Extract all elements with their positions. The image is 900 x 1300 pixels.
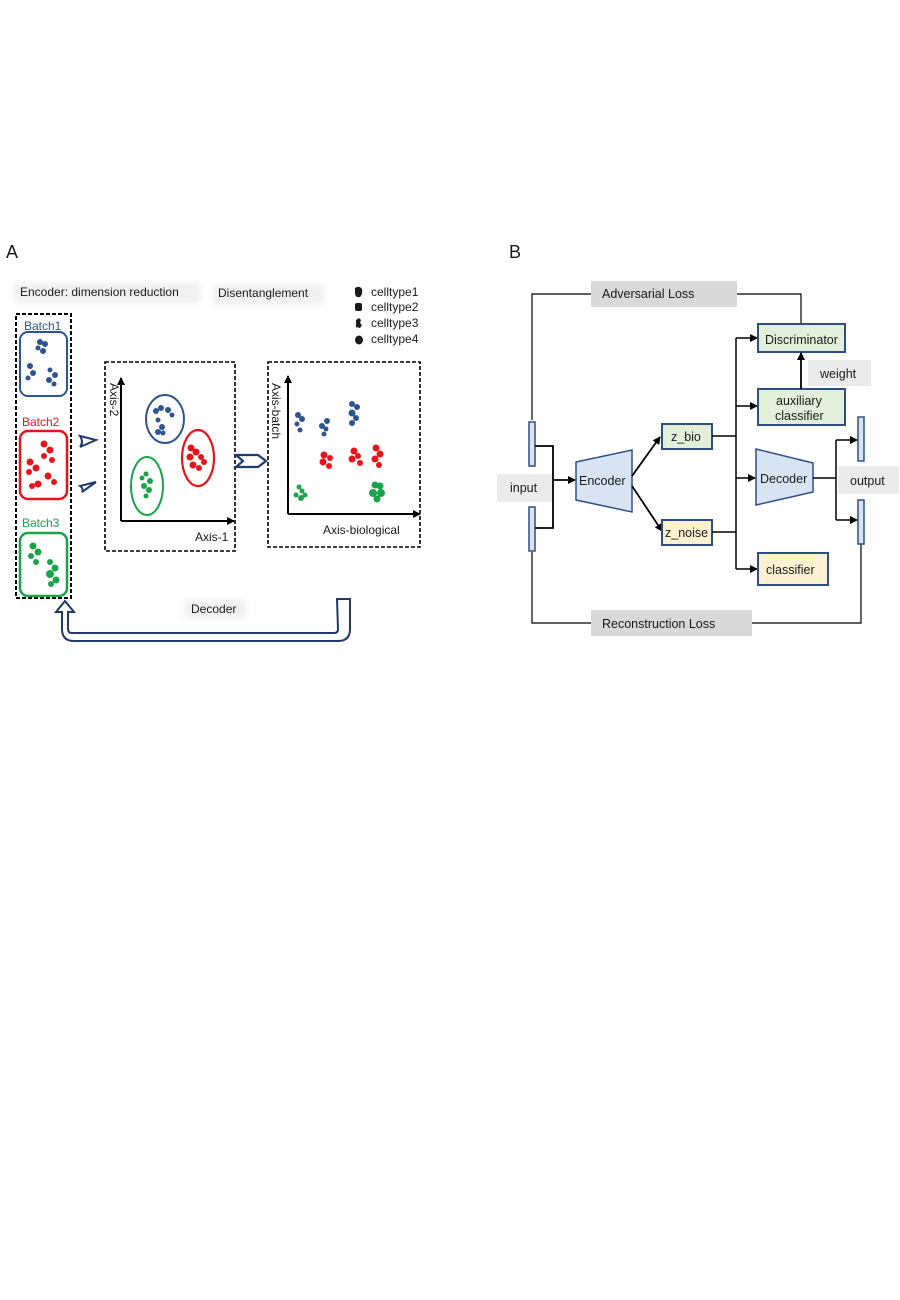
batch1-cells <box>25 339 58 387</box>
disentangle-arrow <box>233 453 268 469</box>
input-label: input <box>510 481 538 495</box>
encoder-caption-bg <box>14 283 200 303</box>
z-noise-box <box>661 519 713 546</box>
classifier-box <box>757 552 829 586</box>
weight-label: weight <box>819 367 857 381</box>
decoder-caption: Decoder <box>191 602 236 616</box>
cluster-blue-cells <box>153 405 175 436</box>
aux-classifier-box <box>757 388 846 426</box>
output-bar-bottom <box>857 499 865 545</box>
decoder-return-arrow <box>53 598 351 642</box>
output-bar-top <box>857 416 865 462</box>
output-label-bg <box>838 466 899 494</box>
batch2-label: Batch2 <box>22 415 60 429</box>
input-label-bg <box>497 474 552 502</box>
panel-a-letter: A <box>6 242 18 262</box>
latent-plot-xlabel: Axis-1 <box>195 530 229 544</box>
aux-classifier-line2: classifier <box>775 409 824 423</box>
disentangled-green-cells <box>293 481 385 503</box>
latent-plot-frame <box>104 361 236 552</box>
cluster-green <box>130 456 164 516</box>
input-connector-bottom <box>535 480 554 529</box>
celltype-legend: celltype1 celltype2 celltype3 celltype4 <box>355 285 419 346</box>
batch3-cells <box>28 542 60 587</box>
legend-celltype3: celltype3 <box>371 316 419 330</box>
batch3-box <box>18 531 69 598</box>
adversarial-loss-label: Adversarial Loss <box>602 287 694 301</box>
batch1-box <box>19 331 68 397</box>
celltype1-marker <box>355 286 363 298</box>
disentangled-plot-ylabel: Axis-batch <box>269 383 283 439</box>
legend-celltype2: celltype2 <box>371 300 419 314</box>
disentangled-red-cells <box>319 444 384 469</box>
celltype4-marker <box>355 335 363 345</box>
cluster-red <box>180 428 216 488</box>
panel-b-letter: B <box>509 242 521 262</box>
input-bar-top <box>528 421 536 467</box>
batch3-label: Batch3 <box>22 516 60 530</box>
z-bio-box <box>661 423 713 450</box>
decoder-caption-bg <box>184 600 246 618</box>
decoder-block <box>755 448 814 506</box>
latent-plot-ylabel: Axis-2 <box>107 383 121 417</box>
discriminator-label: Discriminator <box>765 333 838 347</box>
legend-celltype1: celltype1 <box>371 285 419 299</box>
input-bar-bottom <box>528 506 536 552</box>
encoder-caption: Encoder: dimension reduction <box>20 285 179 299</box>
encoder-label: Encoder <box>579 474 626 488</box>
encoder-to-znoise-arrow <box>631 485 663 532</box>
encoder-to-zbio-arrow <box>631 436 661 477</box>
reconstruction-loss-label-bg <box>591 610 752 636</box>
celltype2-marker <box>355 303 362 311</box>
encoder-block <box>575 449 633 513</box>
batch1-label: Batch1 <box>24 319 62 333</box>
cluster-green-cells <box>139 471 153 499</box>
cluster-blue <box>145 394 185 444</box>
disentangle-caption: Disentanglement <box>218 286 309 300</box>
z-noise-label: z_noise <box>665 526 708 540</box>
batch2-box <box>18 429 69 501</box>
z-bio-label: z_bio <box>671 430 701 444</box>
legend-celltype4: celltype4 <box>371 332 419 346</box>
output-label: output <box>850 474 885 488</box>
encoder-arrow-bottom <box>77 481 97 493</box>
disentangled-blue-cells <box>294 401 360 437</box>
encoder-arrow-top <box>77 434 100 448</box>
aux-classifier-line1: auxiliary <box>776 394 823 408</box>
weight-label-bg <box>808 360 871 386</box>
input-connector-top <box>535 445 554 480</box>
classifier-label: classifier <box>766 563 815 577</box>
disentangle-caption-bg <box>214 285 324 305</box>
disentangled-plot-xlabel: Axis-biological <box>323 523 400 537</box>
adversarial-loss-label-bg <box>591 281 737 307</box>
batch2-cells <box>26 440 57 489</box>
disentangled-plot-frame <box>267 361 421 548</box>
decoder-label: Decoder <box>760 472 807 486</box>
cluster-red-cells <box>186 444 207 471</box>
celltype3-marker <box>356 318 362 328</box>
reconstruction-loss-label: Reconstruction Loss <box>602 617 715 631</box>
batch-column-frame <box>15 313 72 599</box>
